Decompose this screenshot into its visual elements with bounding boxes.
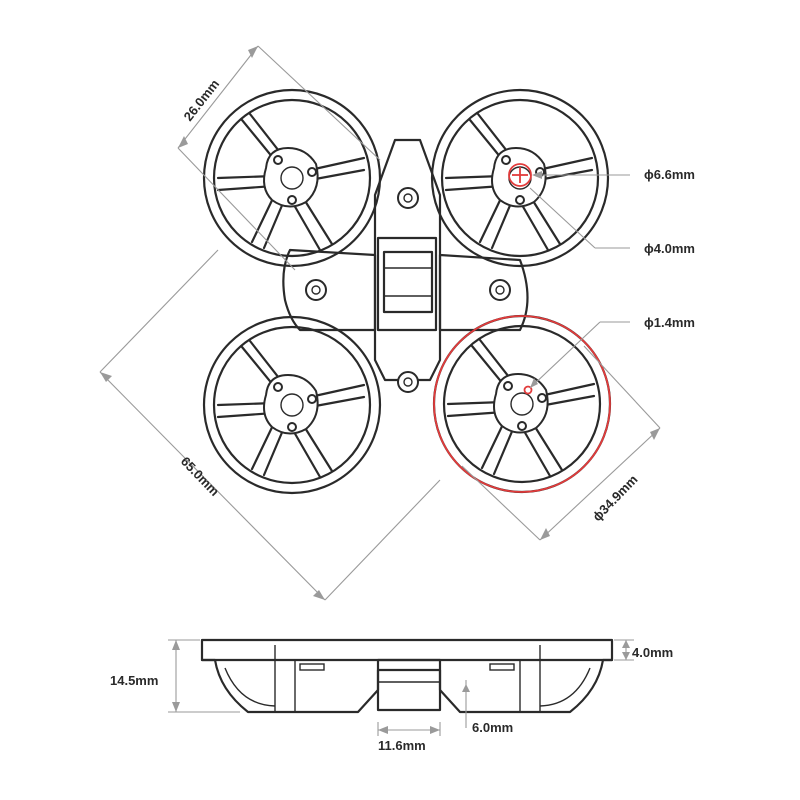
hole-small-highlight [523, 385, 533, 395]
duct-top-left [202, 88, 382, 268]
label-duct-diameter: ϕ34.9mm [589, 472, 640, 524]
duct-outer-highlight [433, 315, 611, 493]
label-bottom-offset: 6.0mm [472, 720, 513, 735]
dimension-lines-side-view [168, 639, 634, 736]
duct-bottom-left [202, 315, 382, 495]
label-hole-medium: ϕ4.0mm [644, 241, 695, 256]
frame-body [282, 138, 529, 393]
label-center-width: 11.6mm [378, 738, 426, 753]
side-view [200, 638, 614, 714]
label-total-height: 14.5mm [110, 673, 158, 688]
dimension-lines-top-view [99, 45, 661, 601]
hole-large-highlight [508, 163, 532, 187]
label-wheelbase: 65.0mm [178, 454, 222, 499]
label-top-offset: 4.0mm [632, 645, 673, 660]
label-hole-small: ϕ1.4mm [644, 315, 695, 330]
label-hole-large: ϕ6.6mm [644, 167, 695, 182]
